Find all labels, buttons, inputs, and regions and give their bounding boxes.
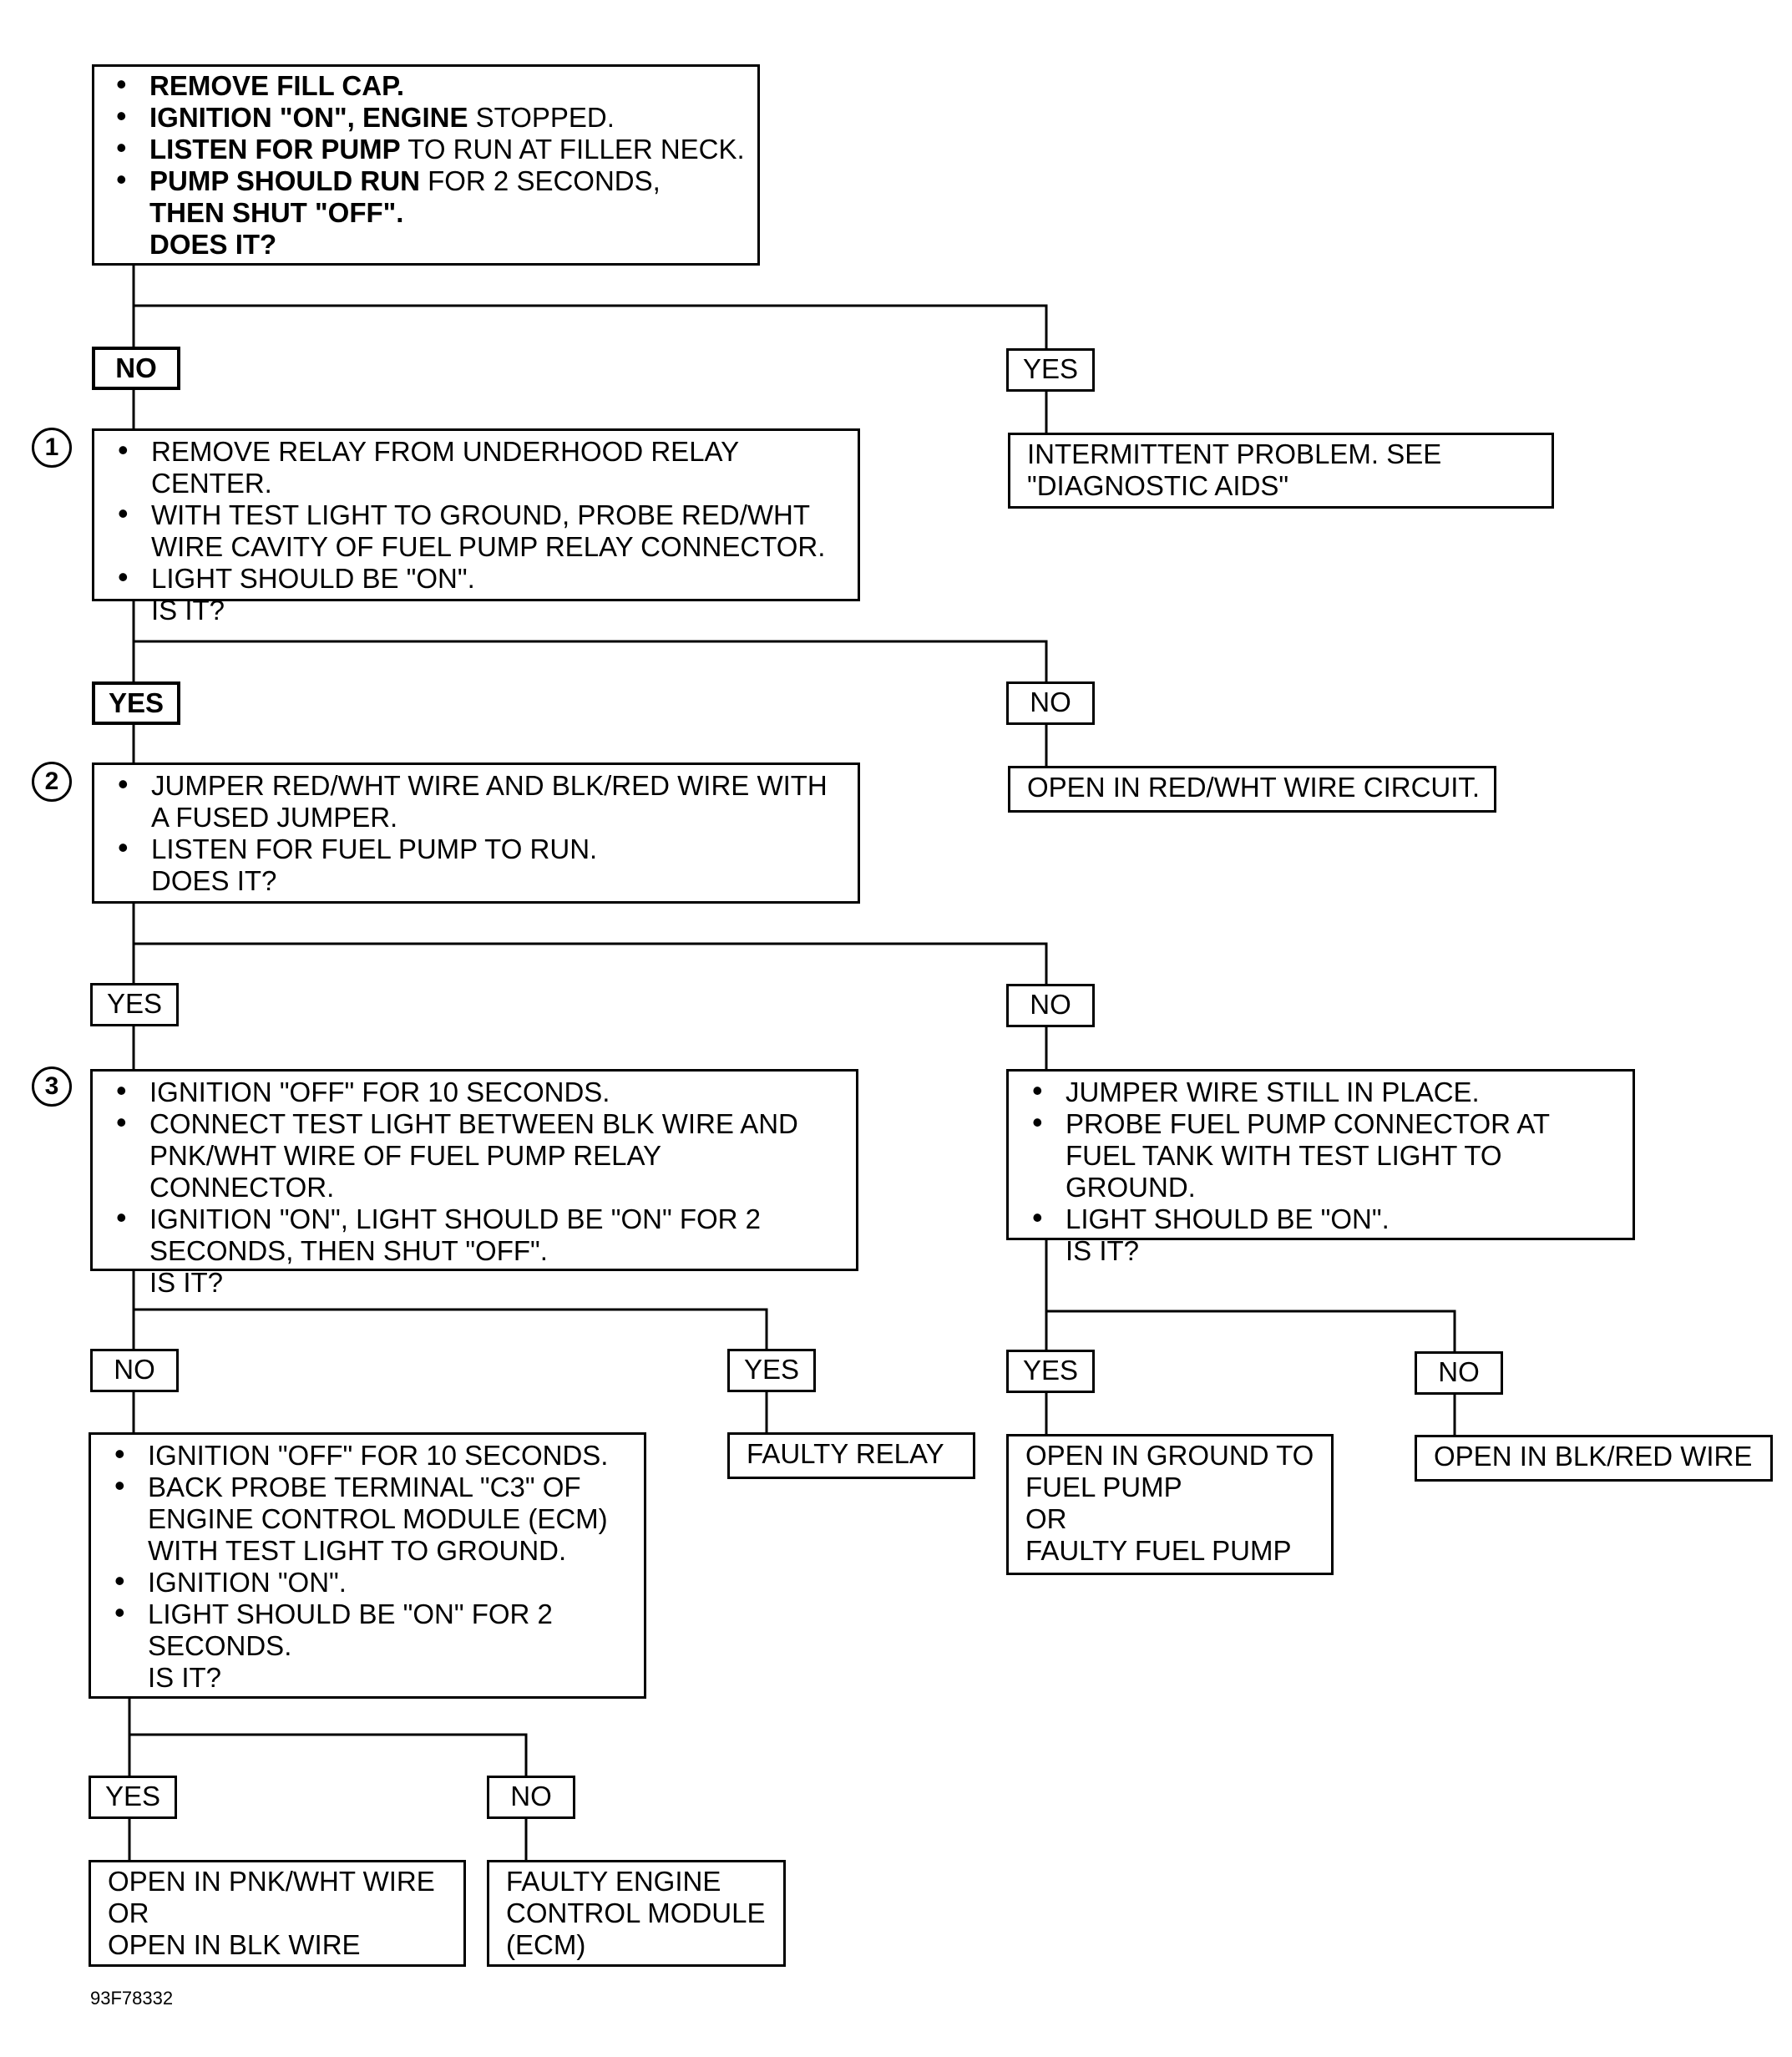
- intermittent-problem-box: INTERMITTENT PROBLEM. SEE "DIAGNOSTIC AI…: [1008, 433, 1554, 509]
- connector-ecm-no: [129, 1733, 528, 1777]
- open-blk-red-box: OPEN IN BLK/RED WIRE: [1415, 1435, 1773, 1482]
- step-3-item: CONNECT TEST LIGHT BETWEEN BLK WIRE AND …: [111, 1107, 848, 1203]
- step-3-question: IS IT?: [149, 1267, 224, 1298]
- ecm-check-item: IGNITION "OFF" FOR 10 SECONDS.: [109, 1438, 635, 1472]
- faulty-relay-box: FAULTY RELAY: [727, 1432, 975, 1479]
- open-pnk-or-blk-box: OPEN IN PNK/WHT WIRE OR OPEN IN BLK WIRE: [89, 1860, 466, 1967]
- ecm-check-item: IGNITION "ON".: [109, 1565, 635, 1598]
- label-step1-no: NO: [1006, 681, 1095, 725]
- label-step1-yes: YES: [92, 681, 180, 725]
- step-3-box: IGNITION "OFF" FOR 10 SECONDS. CONNECT T…: [90, 1069, 858, 1298]
- label-start-yes: YES: [1006, 348, 1095, 392]
- start-check-box: REMOVE FILL CAP. IGNITION "ON", ENGINE S…: [92, 64, 760, 266]
- step-1-box: REMOVE RELAY FROM UNDERHOOD RELAY CENTER…: [92, 428, 860, 626]
- jumper-check-box: JUMPER WIRE STILL IN PLACE. PROBE FUEL P…: [1006, 1069, 1635, 1266]
- label-ecm-no: NO: [487, 1776, 575, 1819]
- label-step2-yes: YES: [90, 983, 179, 1026]
- label-step3-no: NO: [90, 1349, 179, 1392]
- label-start-no: NO: [92, 347, 180, 390]
- step-2-question: DOES IT?: [151, 865, 277, 896]
- ecm-check-item: LIGHT SHOULD BE "ON" FOR 2 SECONDS.: [109, 1597, 635, 1662]
- jumper-check-item: LIGHT SHOULD BE "ON".: [1027, 1202, 1624, 1235]
- connector-step1-no: [134, 640, 1048, 683]
- step-2-item: JUMPER RED/WHT WIRE AND BLK/RED WIRE WIT…: [113, 768, 849, 833]
- jumper-check-question: IS IT?: [1066, 1235, 1140, 1266]
- step-1-item: WITH TEST LIGHT TO GROUND, PROBE RED/WHT…: [113, 498, 849, 563]
- step-1-marker: 1: [32, 428, 72, 468]
- step-2-marker: 2: [32, 762, 72, 802]
- faulty-ecm-box: FAULTY ENGINE CONTROL MODULE (ECM): [487, 1860, 786, 1967]
- start-item: REMOVE FILL CAP.: [111, 68, 749, 102]
- ecm-check-question: IS IT?: [148, 1662, 222, 1693]
- label-jumper-yes: YES: [1006, 1350, 1095, 1393]
- start-item: IGNITION "ON", ENGINE STOPPED.: [111, 100, 749, 134]
- open-red-wht-box: OPEN IN RED/WHT WIRE CIRCUIT.: [1008, 766, 1496, 813]
- step-1-item: REMOVE RELAY FROM UNDERHOOD RELAY CENTER…: [113, 434, 849, 499]
- label-ecm-yes: YES: [89, 1776, 177, 1819]
- figure-code: 93F78332: [90, 1988, 174, 2009]
- step-1-question: IS IT?: [151, 595, 225, 626]
- step-1-item: LIGHT SHOULD BE "ON".: [113, 561, 849, 595]
- connector-jumper-no: [1046, 1310, 1456, 1351]
- start-item: PUMP SHOULD RUN FOR 2 SECONDS,: [111, 164, 749, 197]
- start-tail-line: THEN SHUT "OFF".: [149, 197, 404, 228]
- step-3-marker: 3: [32, 1066, 72, 1107]
- connector-step3-yes: [134, 1308, 768, 1350]
- connector-start-yes: [134, 304, 1048, 350]
- jumper-check-item: PROBE FUEL PUMP CONNECTOR AT FUEL TANK W…: [1027, 1107, 1624, 1203]
- ground-or-pump-box: OPEN IN GROUND TO FUEL PUMP OR FAULTY FU…: [1006, 1434, 1334, 1575]
- jumper-check-item: JUMPER WIRE STILL IN PLACE.: [1027, 1075, 1624, 1108]
- ecm-check-item: BACK PROBE TERMINAL "C3" OF ENGINE CONTR…: [109, 1470, 635, 1567]
- step-2-box: JUMPER RED/WHT WIRE AND BLK/RED WIRE WIT…: [92, 763, 860, 904]
- label-jumper-no: NO: [1415, 1351, 1503, 1395]
- ecm-check-box: IGNITION "OFF" FOR 10 SECONDS. BACK PROB…: [89, 1432, 646, 1699]
- step-3-item: IGNITION "OFF" FOR 10 SECONDS.: [111, 1075, 848, 1108]
- label-step3-yes: YES: [727, 1349, 816, 1392]
- step-2-item: LISTEN FOR FUEL PUMP TO RUN.: [113, 832, 849, 865]
- connector-step2-no: [134, 942, 1048, 985]
- start-question: DOES IT?: [149, 229, 277, 260]
- start-item: LISTEN FOR PUMP TO RUN AT FILLER NECK.: [111, 132, 749, 165]
- step-3-item: IGNITION "ON", LIGHT SHOULD BE "ON" FOR …: [111, 1202, 848, 1267]
- label-step2-no: NO: [1006, 984, 1095, 1027]
